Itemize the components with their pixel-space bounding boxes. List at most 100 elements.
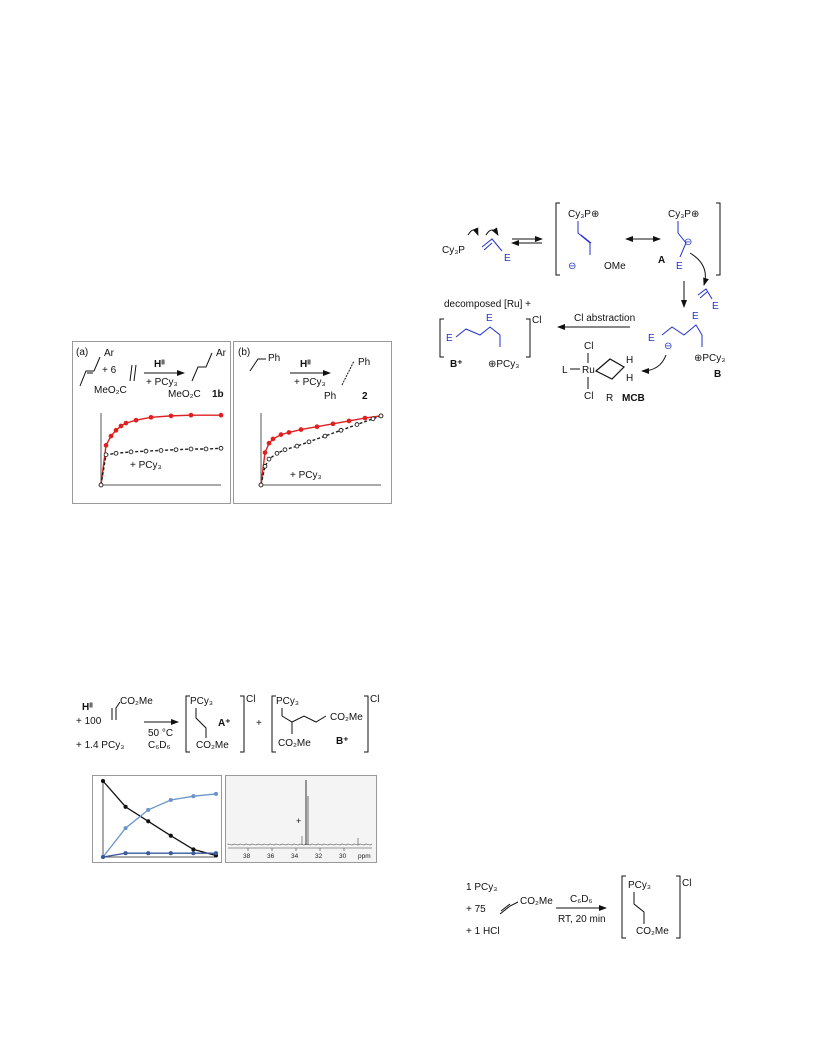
series-2-point bbox=[191, 851, 196, 856]
series-1-point bbox=[98, 482, 104, 488]
series-1-point bbox=[146, 807, 151, 812]
series-1-point bbox=[203, 446, 209, 452]
panel-b-tag: (b) bbox=[238, 347, 250, 358]
mech-cl-abstraction: Cl abstraction bbox=[574, 313, 635, 324]
series-1-point bbox=[188, 446, 194, 452]
hcl-pcy3: 1 PCy₃ bbox=[466, 882, 497, 893]
chart-a-label: + PCy₃ bbox=[130, 460, 162, 471]
mech-ominus: ⊖ bbox=[568, 261, 576, 272]
panel-b-ph2: Ph bbox=[358, 357, 370, 368]
hcl-solvent: C₆D₆ bbox=[570, 894, 593, 905]
series-0-point bbox=[146, 819, 151, 824]
figure-panel-a bbox=[72, 341, 231, 504]
series-2-point bbox=[213, 851, 219, 856]
series-1-point bbox=[294, 443, 300, 449]
series-1-point bbox=[113, 450, 119, 456]
mech-label-b: B bbox=[714, 369, 721, 380]
series-1-point bbox=[173, 447, 179, 453]
series-1-point bbox=[354, 422, 360, 427]
nmr-plus14: + 1.4 PCy₃ bbox=[76, 740, 124, 751]
nmr-cond-solvent: C₆D₆ bbox=[148, 740, 171, 751]
spectrum-tick-label: 38 bbox=[243, 853, 251, 860]
figure-panel-b bbox=[233, 341, 392, 504]
mech-decomposed: decomposed [Ru] + bbox=[444, 299, 531, 310]
series-2-point bbox=[146, 851, 151, 856]
series-1-point bbox=[158, 448, 164, 453]
series-2-point bbox=[123, 851, 128, 856]
spectrum-tick-label: 30 bbox=[339, 853, 347, 860]
series-1-point bbox=[282, 447, 288, 453]
mech-minus2: ⊖ bbox=[664, 341, 672, 352]
spectrum-baseline bbox=[227, 843, 373, 846]
panel-b-ph3: Ph bbox=[324, 391, 336, 402]
panel-b-product: 2 bbox=[362, 391, 368, 402]
series-1-point bbox=[218, 445, 224, 451]
mech-cy3p-plus: Cy₃P⊕ bbox=[568, 209, 599, 220]
series-0-point bbox=[118, 423, 124, 429]
mech-label-bplus: B⁺ bbox=[450, 359, 463, 370]
mech-cl-bot: Cl bbox=[584, 391, 593, 402]
series-1-point bbox=[322, 433, 328, 439]
series-1-point bbox=[103, 452, 109, 458]
chart-panel-a bbox=[98, 412, 224, 488]
mech-cy3p-plus2: Cy₃P⊕ bbox=[668, 209, 699, 220]
series-0-point bbox=[191, 847, 196, 852]
mech-cl-top: Cl bbox=[584, 341, 593, 352]
mech-ru: Ru bbox=[582, 365, 595, 376]
mech-e1: E bbox=[504, 253, 511, 264]
kinetics-chart-frame bbox=[92, 775, 222, 863]
panel-a-pcy3: + PCy₃ bbox=[146, 377, 178, 388]
series-line-1 bbox=[102, 793, 217, 858]
series-2-point bbox=[168, 851, 173, 856]
nmr-a-plus: A⁺ bbox=[218, 718, 231, 729]
chart-panel-b bbox=[258, 413, 384, 488]
series-line-1 bbox=[100, 447, 222, 486]
mechanism-scheme: Cy₃P E Cy₃P⊕ ⊖ OMe Cy₃P⊕ ⊖ E A E decompo… bbox=[439, 202, 725, 404]
series-1-point bbox=[262, 463, 268, 469]
nmr-scheme: Hᴵᴵ CO₂Me + 100 + 1.4 PCy₃ 50 °C C₆D₆ PC… bbox=[76, 694, 379, 753]
mech-l: L bbox=[562, 365, 568, 376]
series-1-point bbox=[274, 450, 280, 456]
series-line-2 bbox=[102, 852, 216, 858]
series-1-point bbox=[266, 456, 272, 462]
series-0-point bbox=[330, 421, 336, 427]
mech-h2: H bbox=[626, 373, 633, 384]
series-0-point bbox=[218, 412, 224, 418]
panel-a-tag: (a) bbox=[76, 347, 88, 358]
series-0-point bbox=[108, 433, 114, 439]
mech-r: R bbox=[606, 393, 613, 404]
figure-1-schemes: (a) Ar + 6 MeO₂C Hᴵᴵ + PCy₃ Ar MeO₂C 1b … bbox=[76, 347, 370, 402]
kinetics-chart bbox=[100, 778, 219, 860]
series-0-point bbox=[133, 417, 139, 423]
panel-a-meo2c: MeO₂C bbox=[94, 385, 127, 396]
panel-a-catalyst: Hᴵᴵ bbox=[154, 359, 165, 370]
series-0-point bbox=[270, 436, 276, 442]
panel-b-pcy3: + PCy₃ bbox=[294, 377, 326, 388]
panel-a-meo2c2: MeO₂C bbox=[168, 389, 201, 400]
series-1-point bbox=[370, 416, 376, 422]
mech-cl-right: Cl bbox=[532, 315, 541, 326]
series-0-point bbox=[168, 833, 173, 838]
series-0-point bbox=[188, 412, 194, 418]
nmr-plus100: + 100 bbox=[76, 716, 102, 727]
series-0-point bbox=[148, 414, 154, 420]
series-1-point bbox=[168, 797, 173, 803]
hcl-scheme: 1 PCy₃ + 75 CO₂Me + 1 HCl C₆D₆ RT, 20 mi… bbox=[466, 875, 691, 939]
mech-e7: E bbox=[692, 311, 699, 322]
series-0-point bbox=[346, 418, 352, 424]
spectrum-xlabel: ppm bbox=[358, 853, 371, 860]
series-1-point bbox=[191, 794, 196, 799]
series-1-point bbox=[213, 791, 219, 796]
hcl-cond: RT, 20 min bbox=[558, 914, 606, 925]
series-1-point bbox=[258, 482, 264, 488]
mech-pcy3-plus2: ⊕PCy₃ bbox=[694, 353, 725, 364]
panel-a-plus6: + 6 bbox=[102, 365, 117, 376]
mech-ome: OMe bbox=[604, 261, 626, 272]
mech-pcy3-plus: ⊕PCy₃ bbox=[488, 359, 519, 370]
panel-a-ar1: Ar bbox=[104, 348, 115, 359]
series-1-point bbox=[143, 448, 149, 454]
series-1-point bbox=[338, 427, 344, 433]
chart-b-label: + PCy₃ bbox=[290, 470, 322, 481]
hcl-plus75: + 75 bbox=[466, 904, 486, 915]
